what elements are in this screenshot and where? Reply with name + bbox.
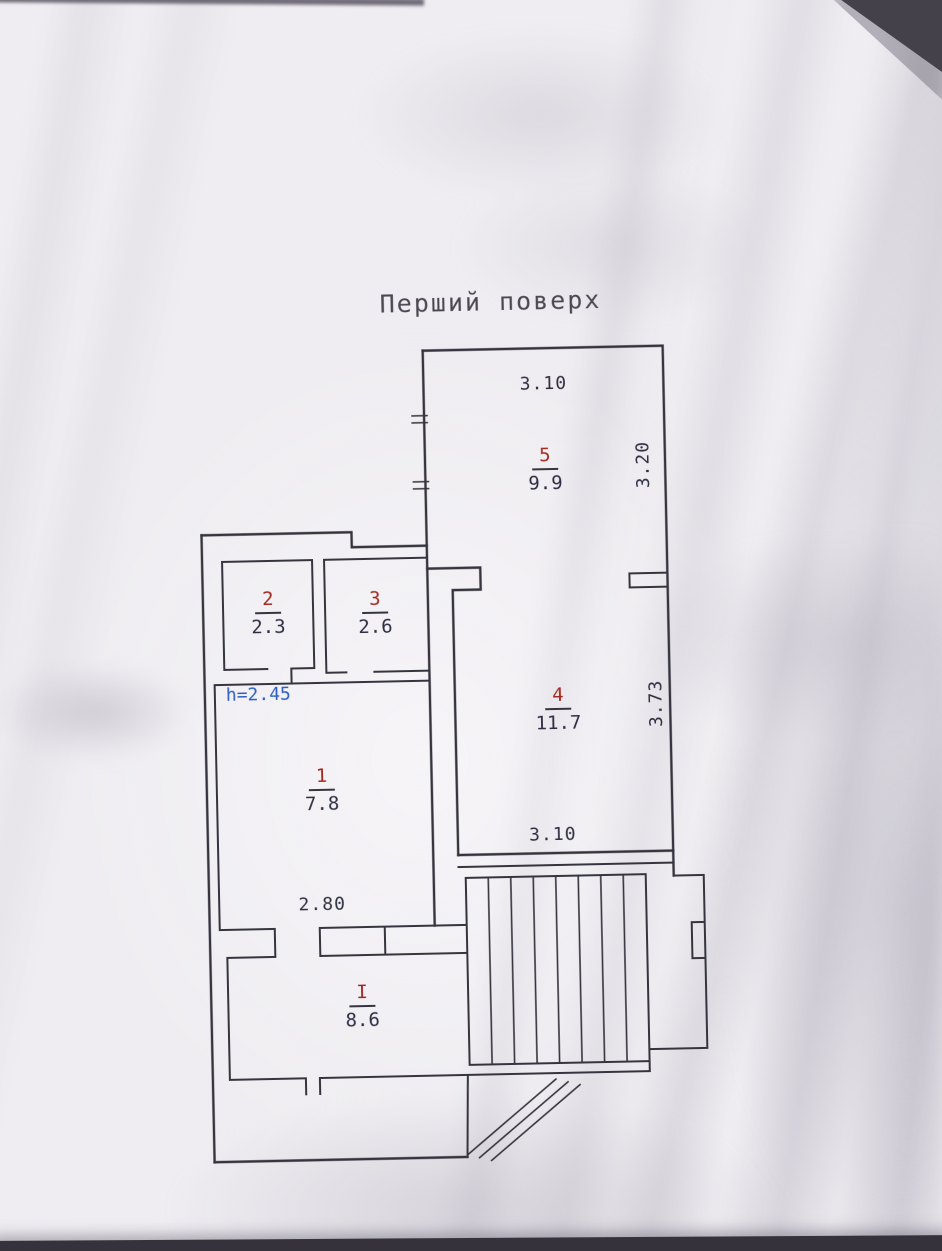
room1-walls [213,679,469,959]
staircase-hatch [464,873,651,1066]
floorplan: 5 9.9 2 2.3 3 2.6 4 11.7 1 7.8 I 8.6 [162,329,749,1181]
room-area: 8.6 [345,1008,381,1032]
room-label-5: 5 9.9 [515,444,576,495]
room-area: 2.6 [358,615,393,639]
entrance-steps [466,1077,582,1162]
room-number: 5 [531,444,558,471]
window-marks [411,414,430,490]
room-label-2: 2 2.3 [238,588,299,638]
room-area: 9.9 [528,471,563,495]
room-label-3: 3 2.6 [345,588,406,638]
page-title: Перший поверх [379,284,602,319]
room-number: 2 [254,588,281,615]
dimension-right-upper-height: 3.20 [632,440,655,489]
dimension-door-width: 2.80 [298,893,347,916]
dimension-bottom-width: 3.10 [528,823,577,846]
right-extension-walls [648,873,709,1073]
room-area: 2.3 [251,615,286,639]
floorplan-walls [200,344,709,1164]
room-label-I: I 8.6 [332,981,393,1031]
room-number: I [349,981,376,1008]
room-label-4: 4 11.7 [528,684,589,734]
chimney-block [690,920,707,960]
dimension-right-lower-height: 3.73 [645,679,668,728]
room-area: 11.7 [535,711,582,735]
room-number: 3 [361,588,388,614]
dimension-top-width: 3.10 [519,372,568,395]
room5-room4-walls [421,344,675,927]
roomI-walls [213,956,651,1164]
room-number: 4 [544,684,571,711]
ceiling-height-note: h=2.45 [225,683,292,706]
room2-room3-walls [200,531,431,1164]
room-number: 1 [308,765,335,792]
room-area: 7.8 [304,792,340,816]
room-label-1: 1 7.8 [291,765,352,815]
